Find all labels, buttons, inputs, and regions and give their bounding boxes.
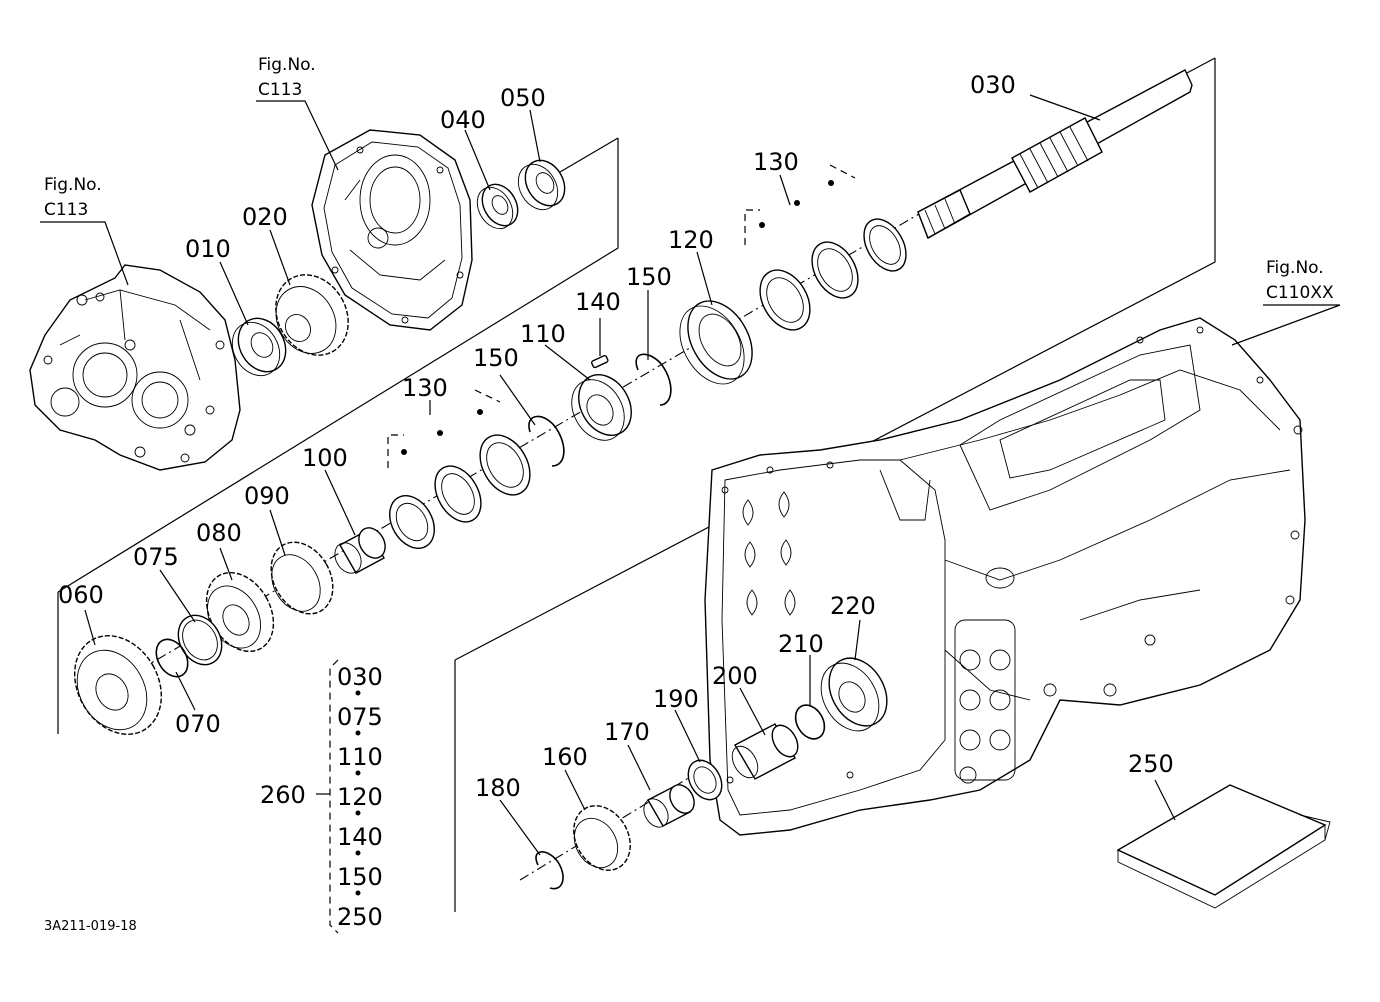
callout-090: 090: [244, 482, 290, 510]
gear-020: [275, 274, 349, 356]
kit-item-075: 075: [337, 703, 383, 731]
snap-ring-070: [155, 638, 189, 678]
kit-item-030: 030: [337, 663, 383, 691]
thrust-washer-190: [687, 759, 723, 801]
callout-130-upper: 130: [753, 148, 799, 176]
front-housing: [29, 264, 241, 471]
callout-220: 220: [830, 592, 876, 620]
o-ring-210: [794, 704, 826, 740]
key-140: [591, 354, 609, 369]
callout-100: 100: [302, 444, 348, 472]
callout-180: 180: [475, 774, 521, 802]
fig-ref-code: C110XX: [1266, 283, 1334, 303]
sync-ring-130-lower: [387, 389, 531, 549]
needle-bearing-170: [643, 784, 695, 828]
callout-075: 075: [133, 543, 179, 571]
callout-170: 170: [604, 718, 650, 746]
middle-case-plate: [311, 129, 473, 331]
snap-ring-150-upper: [635, 353, 672, 406]
kit-item-140: 140: [337, 823, 383, 851]
shifter-sleeve-120: [679, 300, 753, 385]
callout-060: 060: [58, 581, 104, 609]
callout-040: 040: [440, 106, 486, 134]
fig-ref-label: Fig.No.: [1266, 258, 1324, 278]
callout-080: 080: [196, 519, 242, 547]
callout-140: 140: [575, 288, 621, 316]
kit-label: 260: [260, 781, 306, 809]
gear-060: [73, 635, 163, 735]
callout-110: 110: [520, 320, 566, 348]
part-callouts: 010 020 030 040 050 060 070 075 080 090 …: [58, 71, 1174, 802]
callout-150-lower: 150: [473, 344, 519, 372]
kit-item-120: 120: [337, 783, 383, 811]
gear-090: [270, 541, 334, 615]
callout-160: 160: [542, 743, 588, 771]
bearing-010: [231, 317, 287, 377]
main-shaft-030: [917, 69, 1193, 240]
fig-ref-code: C113: [44, 200, 88, 220]
leader-lines: [40, 94, 1341, 856]
callout-190: 190: [653, 685, 699, 713]
fig-ref-label: Fig.No.: [44, 175, 102, 195]
fig-ref-code: C113: [258, 80, 302, 100]
callout-020: 020: [242, 203, 288, 231]
bearing-220: [820, 657, 888, 732]
fig-ref-label: Fig.No.: [258, 55, 316, 75]
callout-130-lower: 130: [402, 374, 448, 402]
kit-260-group: 260 030 075 110 120 140 150 250: [260, 659, 383, 934]
needle-bearing-100: [334, 527, 386, 574]
callout-010: 010: [185, 235, 231, 263]
snap-ring-180: [535, 851, 564, 890]
sync-ring-130-upper: [744, 164, 907, 331]
callout-210: 210: [778, 630, 824, 658]
kit-item-110: 110: [337, 743, 383, 771]
bearing-040: [476, 183, 519, 230]
fig-ref-c113-top: Fig.No. C113: [258, 55, 316, 100]
callout-050: 050: [500, 84, 546, 112]
kit-item-250: 250: [337, 903, 383, 931]
callout-150-upper: 150: [626, 263, 672, 291]
hub-110: [571, 374, 632, 441]
kit-item-150: 150: [337, 863, 383, 891]
collar-200: [731, 723, 799, 780]
instruction-sheet-250: [1116, 784, 1331, 909]
callout-250: 250: [1128, 750, 1174, 778]
bearing-050: [517, 159, 566, 211]
gear-160: [573, 805, 631, 871]
fig-ref-c113-left: Fig.No. C113: [44, 175, 102, 220]
callout-030: 030: [970, 71, 1016, 99]
figure-code: 3A211-019-18: [44, 919, 137, 934]
callout-120: 120: [668, 226, 714, 254]
fig-ref-c110xx: Fig.No. C110XX: [1266, 258, 1334, 303]
callout-200: 200: [712, 662, 758, 690]
callout-070: 070: [175, 710, 221, 738]
